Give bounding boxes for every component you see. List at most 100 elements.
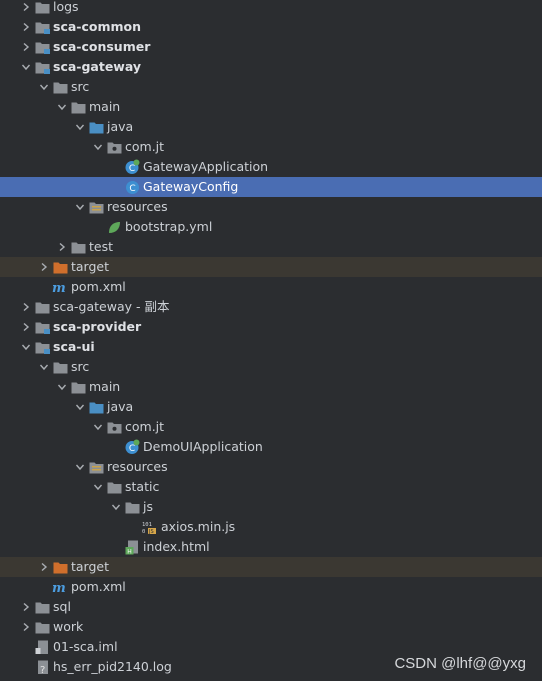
tree-item-hs-err-pid2140-log[interactable]: ?hs_err_pid2140.log [0, 657, 542, 677]
chevron-down-icon[interactable] [90, 477, 106, 497]
folder-icon [34, 619, 50, 635]
tree-item-logs[interactable]: logs [0, 0, 542, 17]
folder-icon [34, 599, 50, 615]
chevron-down-icon[interactable] [36, 357, 52, 377]
module-folder-icon [34, 339, 50, 355]
tree-item-java[interactable]: java [0, 117, 542, 137]
chevron-right-icon[interactable] [36, 557, 52, 577]
chevron-down-icon[interactable] [108, 497, 124, 517]
excluded-folder-icon [52, 259, 68, 275]
iml-file-icon [34, 639, 50, 655]
source-folder-icon [88, 119, 104, 135]
folder-icon [70, 379, 86, 395]
chevron-down-icon[interactable] [90, 137, 106, 157]
tree-item-01-sca-iml[interactable]: 01-sca.iml [0, 637, 542, 657]
tree-item-sca-gateway[interactable]: sca-gateway - 副本 [0, 297, 542, 317]
chevron-right-icon[interactable] [18, 317, 34, 337]
tree-item-label: main [89, 99, 121, 114]
tree-item-static[interactable]: static [0, 477, 542, 497]
tree-item-label: java [107, 399, 134, 414]
tree-item-label: index.html [143, 539, 210, 554]
tree-item-label: target [71, 259, 110, 274]
spring-yml-icon [106, 219, 122, 235]
tree-item-test[interactable]: test [0, 237, 542, 257]
chevron-down-icon[interactable] [72, 397, 88, 417]
tree-item-bootstrap-yml[interactable]: bootstrap.yml [0, 217, 542, 237]
chevron-down-icon[interactable] [72, 457, 88, 477]
tree-item-label: sca-ui [53, 339, 95, 354]
chevron-right-icon[interactable] [18, 17, 34, 37]
tree-item-label: main [89, 379, 121, 394]
module-folder-icon [34, 39, 50, 55]
tree-item-sql[interactable]: sql [0, 597, 542, 617]
maven-icon: m [52, 279, 68, 295]
tree-item-java[interactable]: java [0, 397, 542, 417]
chevron-down-icon[interactable] [72, 197, 88, 217]
folder-icon [52, 359, 68, 375]
tree-item-sca-consumer[interactable]: sca-consumer [0, 37, 542, 57]
chevron-right-icon[interactable] [18, 597, 34, 617]
chevron-down-icon[interactable] [72, 117, 88, 137]
folder-icon [70, 99, 86, 115]
chevron-down-icon[interactable] [18, 57, 34, 77]
tree-item-label: js [143, 499, 153, 514]
folder-icon [106, 479, 122, 495]
tree-item-label: com.jt [125, 139, 165, 154]
tree-item-label: resources [107, 199, 168, 214]
tree-item-src[interactable]: src [0, 77, 542, 97]
tree-item-com-jt[interactable]: com.jt [0, 137, 542, 157]
chevron-right-icon[interactable] [36, 257, 52, 277]
tree-item-label: com.jt [125, 419, 165, 434]
tree-item-target[interactable]: target [0, 257, 542, 277]
tree-item-resources[interactable]: resources [0, 457, 542, 477]
tree-item-label: pom.xml [71, 579, 126, 594]
chevron-right-icon[interactable] [18, 37, 34, 57]
tree-spacer [108, 177, 124, 197]
chevron-right-icon[interactable] [18, 617, 34, 637]
chevron-right-icon[interactable] [54, 237, 70, 257]
folder-icon [34, 299, 50, 315]
module-folder-icon [34, 59, 50, 75]
chevron-down-icon[interactable] [36, 77, 52, 97]
tree-item-label: axios.min.js [161, 519, 236, 534]
chevron-down-icon[interactable] [54, 97, 70, 117]
chevron-down-icon[interactable] [90, 417, 106, 437]
chevron-down-icon[interactable] [54, 377, 70, 397]
chevron-right-icon[interactable] [18, 297, 34, 317]
tree-item-src[interactable]: src [0, 357, 542, 377]
svg-text:C: C [129, 184, 135, 194]
tree-item-sca-gateway[interactable]: sca-gateway [0, 57, 542, 77]
chevron-right-icon[interactable] [18, 0, 34, 17]
tree-item-label: sca-consumer [53, 39, 151, 54]
svg-text:m: m [52, 581, 66, 594]
watermark: CSDN @lhf@@yxg [394, 655, 526, 672]
tree-item-label: target [71, 559, 110, 574]
tree-item-label: sca-common [53, 19, 142, 34]
tree-item-resources[interactable]: resources [0, 197, 542, 217]
resources-folder-icon [88, 199, 104, 215]
tree-item-com-jt[interactable]: com.jt [0, 417, 542, 437]
maven-icon: m [52, 579, 68, 595]
tree-item-label: 01-sca.iml [53, 639, 118, 654]
tree-item-target[interactable]: target [0, 557, 542, 577]
tree-item-sca-common[interactable]: sca-common [0, 17, 542, 37]
tree-item-label: logs [53, 0, 79, 14]
tree-item-js[interactable]: js [0, 497, 542, 517]
tree-item-main[interactable]: main [0, 377, 542, 397]
tree-item-sca-provider[interactable]: sca-provider [0, 317, 542, 337]
chevron-down-icon[interactable] [18, 337, 34, 357]
tree-spacer [36, 577, 52, 597]
tree-item-sca-ui[interactable]: sca-ui [0, 337, 542, 357]
tree-item-label: static [125, 479, 160, 494]
tree-item-label: src [71, 359, 90, 374]
tree-item-main[interactable]: main [0, 97, 542, 117]
tree-spacer [90, 217, 106, 237]
tree-item-pom-xml[interactable]: m pom.xml [0, 577, 542, 597]
tree-item-work[interactable]: work [0, 617, 542, 637]
